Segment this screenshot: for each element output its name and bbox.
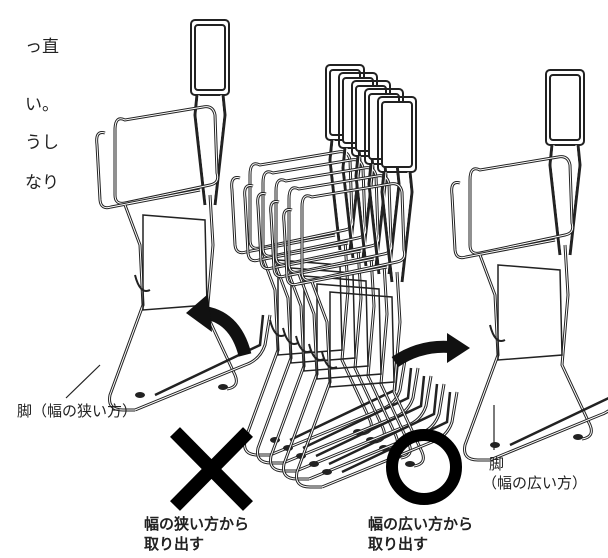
- wrong-caption-line-2: 取り出す: [144, 535, 205, 553]
- right-caption-line-1: 幅の広い方から: [368, 515, 474, 533]
- wide-leg-sublabel: （幅の広い方）: [482, 474, 588, 492]
- narrow-leg-label: 脚（幅の狭い方）: [17, 402, 138, 420]
- arrow-narrow-icon: [186, 294, 252, 357]
- body-text-line-4: なり: [25, 173, 59, 193]
- body-text-line-2: い。: [25, 95, 59, 115]
- chair-stack: [230, 63, 459, 489]
- right-caption-line-2: 取り出す: [368, 535, 429, 553]
- wide-leg-label: 脚: [489, 455, 505, 473]
- body-text-line-1: っ直: [25, 37, 59, 57]
- wrong-caption-line-1: 幅の狭い方から: [144, 515, 250, 533]
- cross-mark-icon: [170, 427, 253, 511]
- circle-mark-icon: [386, 429, 462, 505]
- chair-right: [450, 68, 608, 462]
- arrow-wide-icon: [391, 333, 470, 368]
- body-text-line-3: うし: [25, 133, 59, 153]
- narrow-leg-leader: [65, 364, 101, 399]
